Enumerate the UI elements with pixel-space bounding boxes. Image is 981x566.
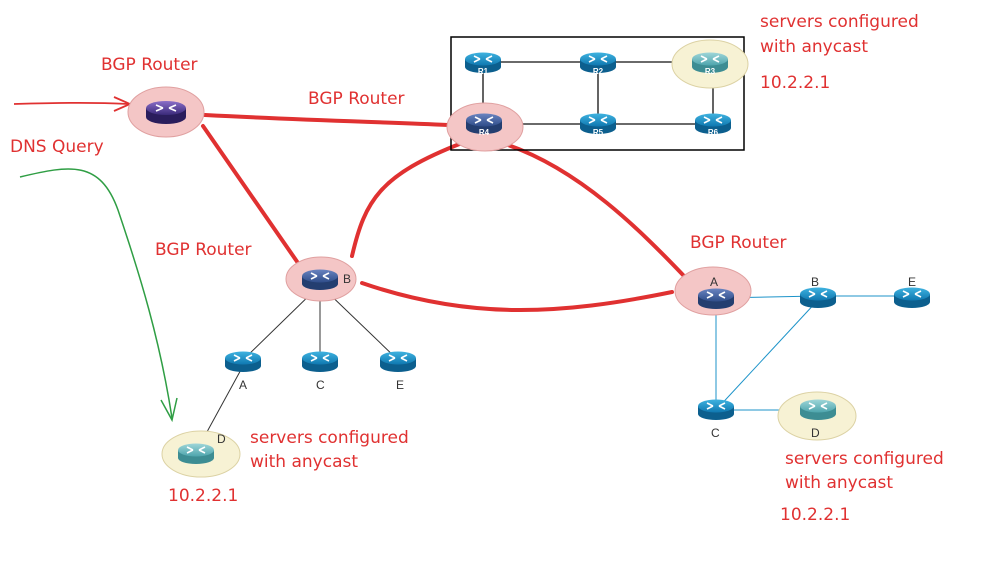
bgp-router-label-right: BGP Router [690, 233, 787, 253]
dns-query-label: DNS Query [10, 137, 104, 157]
router-right-a [697, 287, 735, 310]
router-left-e [379, 350, 417, 373]
router-right-e [893, 286, 931, 309]
anycast-note-right-line1: servers configured [785, 449, 944, 469]
router-icon [301, 268, 339, 291]
anycast-note-left-ip: 10.2.2.1 [168, 486, 238, 506]
anycast-note-left-line2: with anycast [250, 452, 358, 472]
router-icon [379, 350, 417, 373]
bgp-link-topleft-to-b [201, 124, 300, 265]
svg-text:R3: R3 [705, 67, 716, 76]
router-right-a-label: A [710, 275, 718, 289]
router-left-b [301, 268, 339, 291]
right-network: A B E C D [674, 266, 931, 441]
anycast-note-top-ip: 10.2.2.1 [760, 73, 830, 93]
router-left-a-label: A [239, 378, 247, 392]
router-icon [697, 287, 735, 310]
router-right-d-label: D [811, 426, 820, 440]
router-icon [893, 286, 931, 309]
bgp-router-label-topleft: BGP Router [101, 55, 198, 75]
bgp-link-r4-to-a [506, 143, 686, 278]
svg-text:R5: R5 [593, 128, 604, 137]
router-icon [697, 398, 735, 421]
router-left-b-label: B [343, 272, 351, 286]
svg-text:R6: R6 [708, 128, 719, 137]
svg-text:R2: R2 [593, 67, 604, 76]
bgp-router-label-link: BGP Router [308, 89, 405, 109]
bgp-router-topleft [127, 86, 205, 138]
router-icon [177, 442, 215, 465]
arrow-icon [160, 397, 178, 423]
bgp-link-topleft-to-r4 [203, 113, 450, 127]
router-r4: R4 [465, 112, 503, 137]
router-right-e-label: E [908, 275, 916, 289]
router-icon [799, 398, 837, 421]
router-icon [799, 286, 837, 309]
anycast-note-left-line1: servers configured [250, 428, 409, 448]
bgp-links [201, 113, 686, 312]
bgp-link-b-to-a [360, 281, 674, 312]
router-r5: R5 [579, 112, 617, 137]
router-left-e-label: E [396, 378, 404, 392]
svg-text:R1: R1 [478, 67, 489, 76]
bgp-router-label-mid: BGP Router [155, 240, 252, 260]
router-left-d-label: D [217, 432, 226, 446]
top-network-box: R1 R2 R3 R4 R5 R6 [446, 36, 749, 152]
dns-query-path-arrow [19, 168, 178, 423]
incoming-query-arrow [13, 96, 133, 112]
anycast-note-top-line2: with anycast [760, 37, 868, 57]
left-network: B A C E D [161, 256, 417, 478]
router-left-a [224, 350, 262, 373]
router-right-d [799, 398, 837, 421]
router-icon [301, 350, 339, 373]
router-left-c [301, 350, 339, 373]
router-left-c-label: C [316, 378, 325, 392]
router-icon [145, 100, 187, 125]
router-r3: R3 [691, 51, 729, 76]
anycast-note-right-line2: with anycast [785, 473, 893, 493]
router-r2: R2 [579, 51, 617, 76]
router-right-c-label: C [711, 426, 720, 440]
router-icon [224, 350, 262, 373]
router-r1: R1 [464, 51, 502, 76]
router-right-b-label: B [811, 275, 819, 289]
anycast-note-top-line1: servers configured [760, 12, 919, 32]
router-left-d [177, 442, 215, 465]
bgp-link-b-to-r4 [350, 141, 464, 258]
router-right-b [799, 286, 837, 309]
anycast-note-right-ip: 10.2.2.1 [780, 505, 850, 525]
router-r6: R6 [694, 112, 732, 137]
router-right-c [697, 398, 735, 421]
svg-text:R4: R4 [479, 128, 490, 137]
